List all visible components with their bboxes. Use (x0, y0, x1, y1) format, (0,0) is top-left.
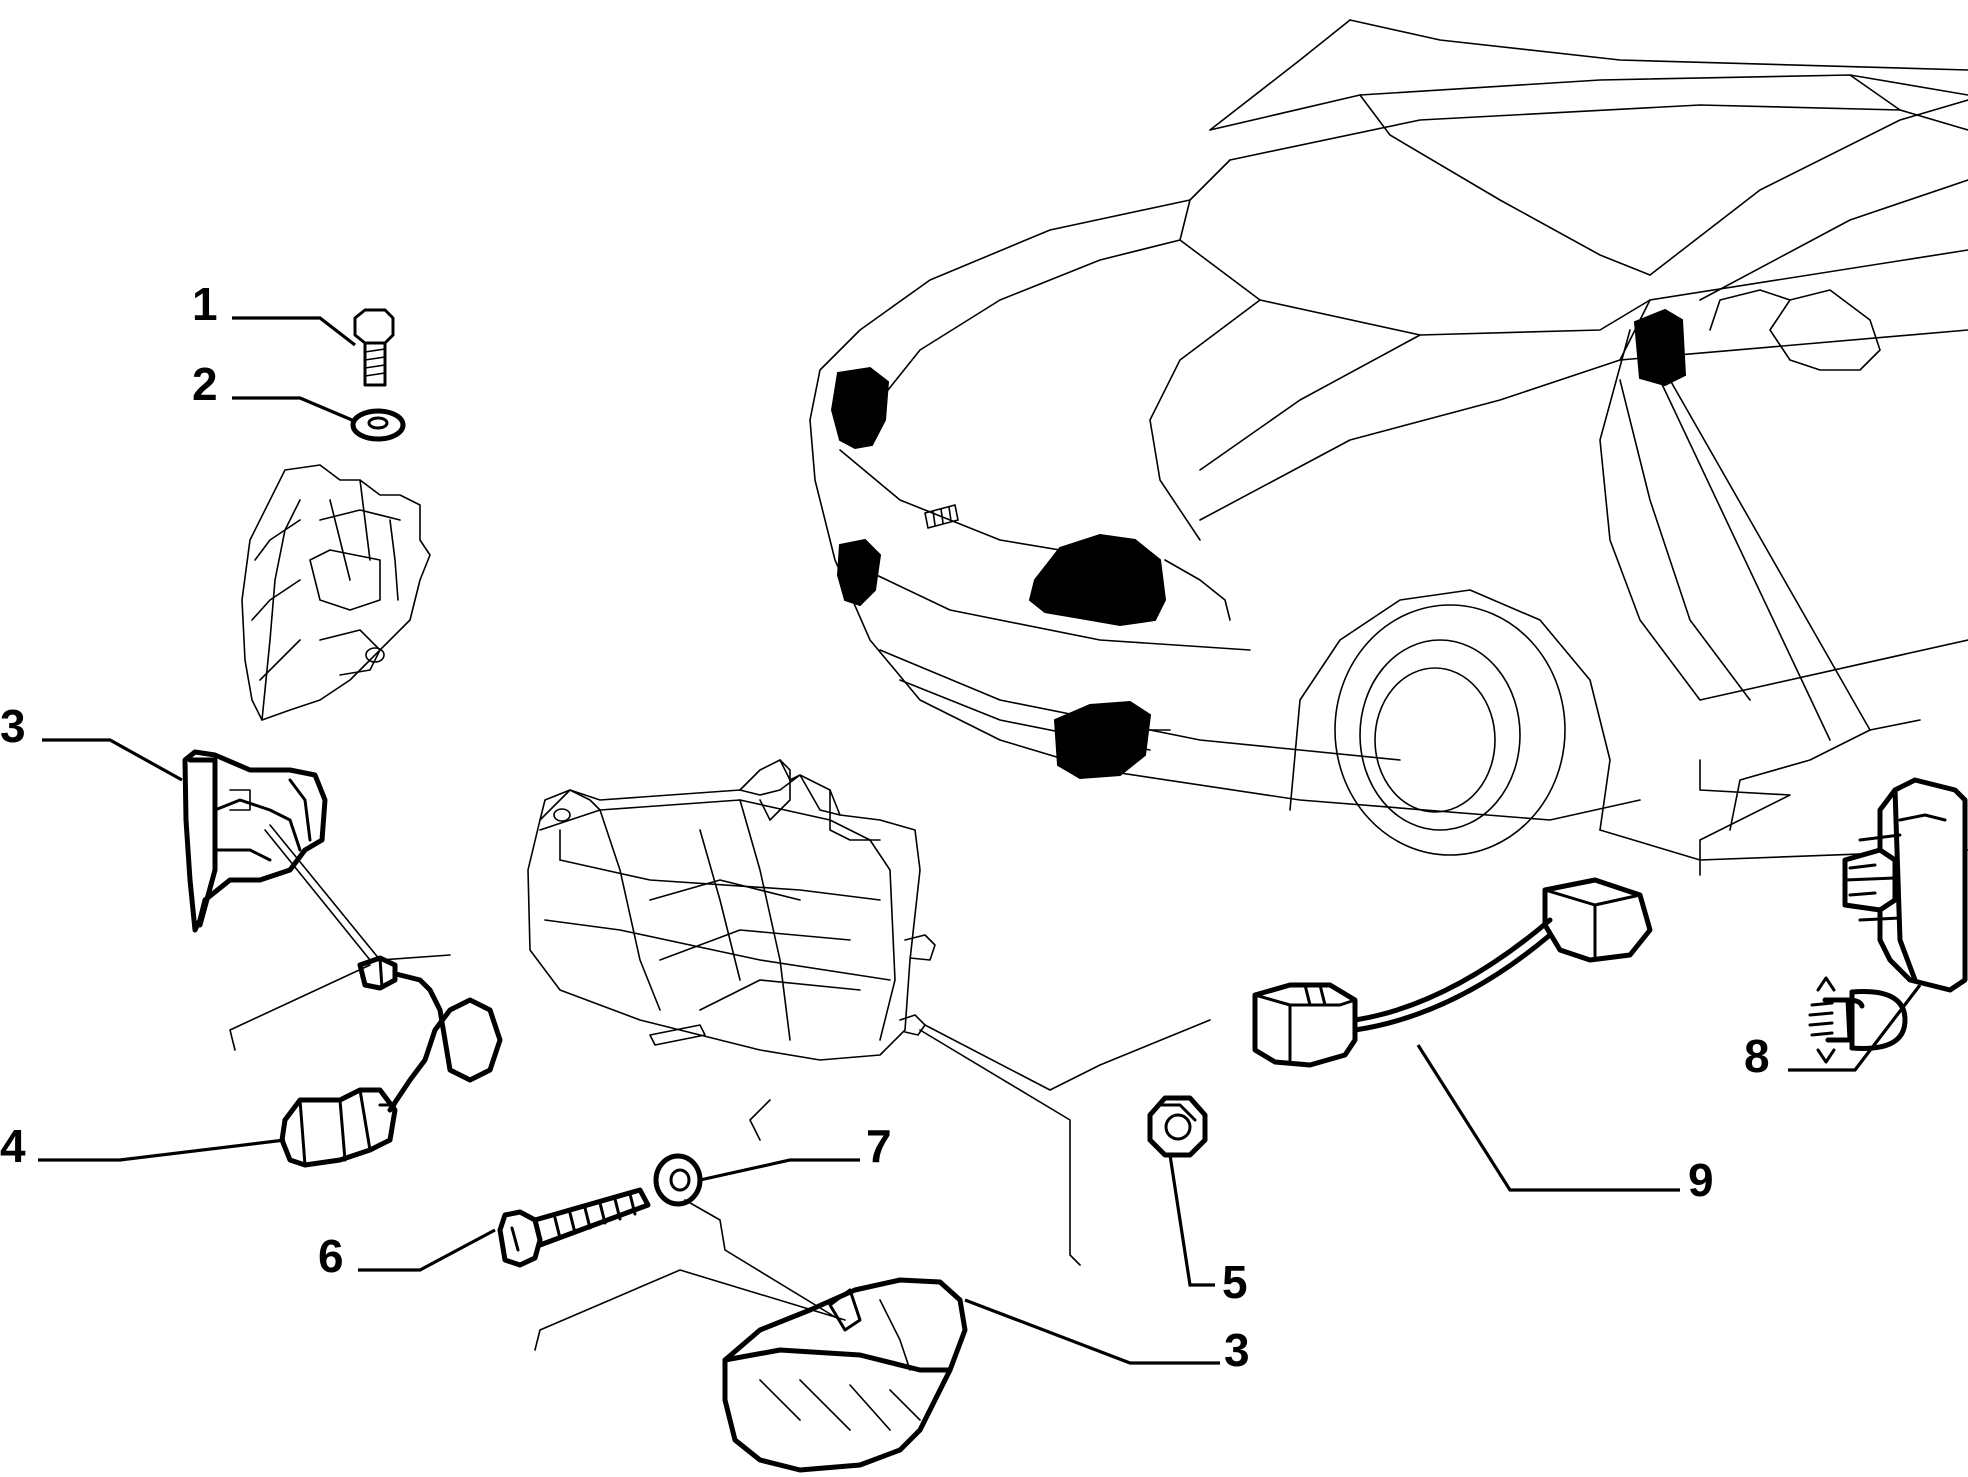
callout-6: 6 (318, 1230, 344, 1282)
callout-7: 7 (866, 1120, 892, 1172)
bulb-holder-part-4 (279, 955, 503, 1168)
callout-4: 4 (0, 1120, 26, 1172)
headlamp-rear-view (241, 464, 431, 721)
callout-labels: 1 2 3 4 5 6 7 8 9 3 (0, 278, 1770, 1376)
nut-part-5 (1147, 1095, 1208, 1158)
callout-3-left: 3 (0, 700, 26, 752)
bolt-part-1 (353, 308, 395, 387)
callout-5: 5 (1222, 1256, 1248, 1308)
callout-2: 2 (192, 358, 218, 410)
callout-1: 1 (192, 278, 218, 330)
callout-3-bottom: 3 (1224, 1324, 1250, 1376)
car-front-illustration (809, 19, 1968, 861)
headlamp-assembly (527, 759, 936, 1061)
callout-8: 8 (1744, 1030, 1770, 1082)
detail-leader-lines (229, 759, 1791, 1351)
washer-part-7 (653, 1153, 703, 1207)
headlamp-level-switch-part-8 (1842, 777, 1968, 993)
screw-part-6 (497, 1187, 651, 1268)
callout-leaders (38, 316, 1922, 1365)
front-indicator-part-3-bottom (722, 1277, 968, 1473)
wiring-harness-part-9 (1252, 877, 1653, 1068)
side-indicator-part-3-left (182, 749, 328, 933)
callout-9: 9 (1688, 1154, 1714, 1206)
washer-part-2 (350, 408, 406, 442)
headlamp-range-adjust-icon (1808, 976, 1908, 1064)
